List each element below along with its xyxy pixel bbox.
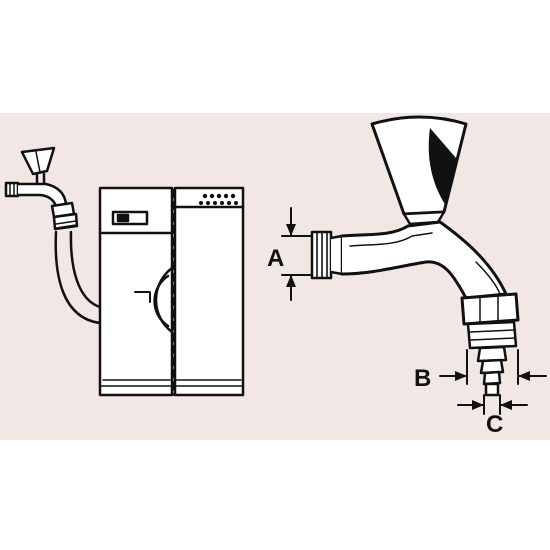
garden-tap-icon <box>310 115 520 397</box>
washing-machine-icon <box>98 186 245 397</box>
label-b: B <box>414 365 431 392</box>
hose-icon <box>54 230 102 325</box>
dimension-c-arrows <box>472 400 512 410</box>
label-c: C <box>486 411 503 438</box>
dimension-b-arrows <box>455 371 530 381</box>
dimension-a-arrows <box>286 224 296 287</box>
small-faucet-icon <box>4 146 79 231</box>
label-a: A <box>267 245 284 272</box>
